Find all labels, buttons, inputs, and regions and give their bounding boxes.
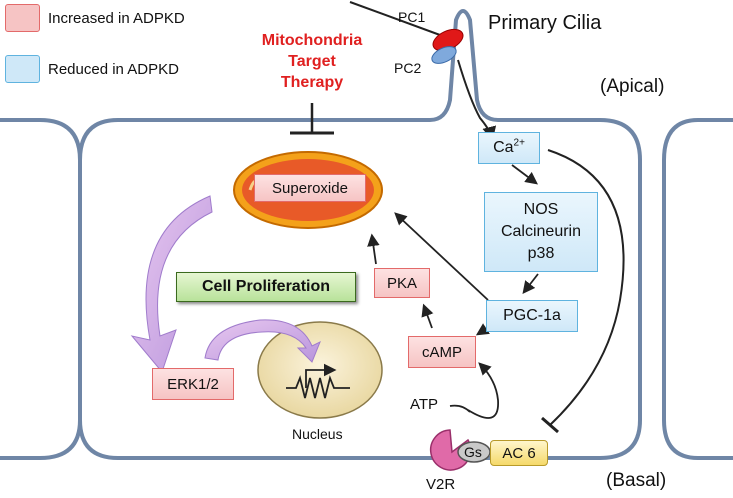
- atp-label: ATP: [410, 396, 439, 413]
- superoxide-label: Superoxide: [272, 179, 348, 197]
- cell-proliferation-label: Cell Proliferation: [201, 278, 331, 295]
- ca-label: Ca2+: [493, 137, 525, 156]
- pgc-box: PGC-1a: [486, 300, 578, 332]
- ligand-line: [349, 1, 441, 36]
- basal-label: (Basal): [606, 470, 667, 491]
- left-cell-membrane: [0, 118, 82, 460]
- ca-box: Ca2+: [478, 132, 540, 164]
- erk-label: ERK1/2: [167, 375, 219, 393]
- nucleus-label: Nucleus: [292, 426, 343, 442]
- therapy-line-3: Therapy: [280, 74, 344, 91]
- pc2-label: PC2: [394, 60, 422, 76]
- nos-box: NOS Calcineurin p38: [484, 192, 598, 272]
- gene-transcription-line: [286, 375, 350, 399]
- ac6-label: AC 6: [502, 444, 536, 462]
- ac6-box: AC 6: [490, 440, 548, 466]
- v2r-label: V2R: [426, 476, 456, 493]
- calcineurin-label: Calcineurin: [500, 223, 582, 240]
- right-cell-membrane: [662, 118, 733, 460]
- legend-increased-swatch: [5, 4, 40, 32]
- p38-label: p38: [527, 245, 555, 262]
- superoxide-box: Superoxide: [254, 174, 366, 202]
- erk-to-nucleus-arrow: [204, 319, 321, 363]
- therapy-line-1: Mitochondria: [261, 32, 363, 49]
- therapy-line-2: Target: [288, 53, 336, 70]
- legend-reduced-swatch: [5, 55, 40, 83]
- nos-label: NOS: [523, 201, 559, 218]
- ca-inhibit-ac6-line: [547, 149, 625, 426]
- legend-increased-label: Increased in ADPKD: [48, 10, 185, 27]
- therapy-title: Mitochondria Target Therapy: [240, 30, 384, 93]
- camp-label: cAMP: [421, 343, 462, 361]
- pgc-label: PGC-1a: [503, 307, 561, 324]
- primary-cilia-title: Primary Cilia: [488, 12, 602, 34]
- apical-label: (Apical): [600, 76, 665, 97]
- pka-box: PKA: [374, 268, 430, 298]
- legend-reduced-label: Reduced in ADPKD: [48, 61, 179, 78]
- camp-box: cAMP: [408, 336, 476, 368]
- cell-proliferation-box: Cell Proliferation: [176, 272, 356, 302]
- pc1-label: PC1: [398, 9, 426, 25]
- atp-to-camp-arrow: [467, 362, 499, 419]
- pc2-channel: [431, 46, 457, 64]
- erk-box: ERK1/2: [152, 368, 234, 400]
- gs-label: Gs: [464, 444, 482, 460]
- pka-label: PKA: [386, 274, 417, 292]
- main-cell-membrane: [78, 9, 642, 460]
